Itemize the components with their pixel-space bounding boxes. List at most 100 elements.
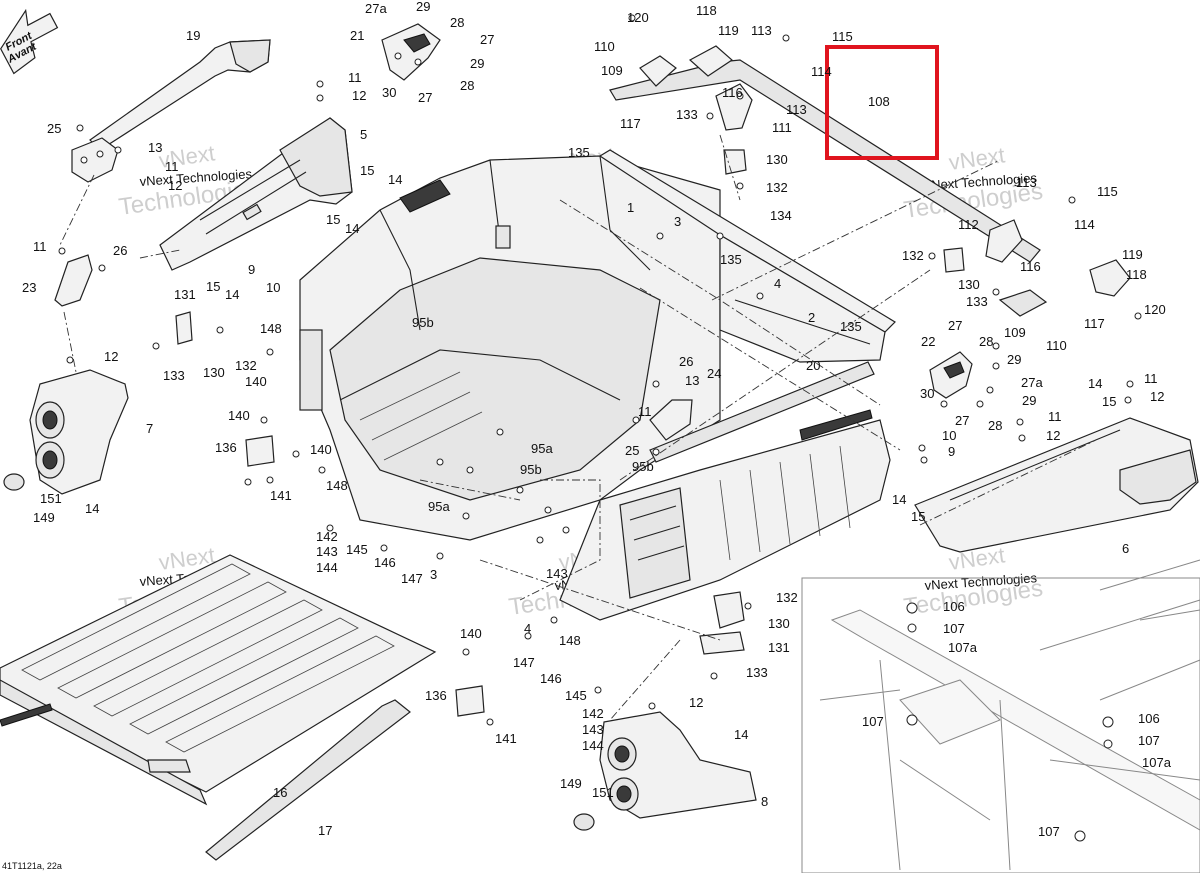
callout-label: 9	[248, 262, 255, 277]
part-21-bracket	[381, 23, 441, 81]
callout-label: 141	[495, 731, 517, 746]
callout-label: 146	[374, 555, 396, 570]
callout-label: 27	[418, 90, 432, 105]
part-130-bracket	[175, 149, 965, 655]
callout-label: 119	[718, 23, 739, 38]
callout-label: 15	[326, 212, 340, 227]
callout-label: 15	[1102, 394, 1116, 409]
callout-label: 12	[104, 349, 118, 364]
callout-label: 117	[1084, 316, 1105, 331]
callout-label: 10	[266, 280, 280, 295]
part-5-left-panel	[159, 117, 353, 271]
callout-label: 30	[382, 85, 396, 100]
callout-label: 120	[1144, 302, 1166, 317]
callout-label: 132	[776, 590, 798, 605]
callout-label: 26	[679, 354, 693, 369]
callout-label: 110	[1046, 338, 1067, 353]
callout-label: 5	[360, 127, 367, 142]
callout-label: 140	[228, 408, 250, 423]
highlight-box-108	[825, 45, 939, 160]
rear-cross-structure	[559, 409, 891, 621]
part-19-brace	[71, 39, 271, 183]
callout-label: 135	[840, 319, 862, 334]
callout-label: 107	[1138, 733, 1160, 748]
callout-label: 145	[346, 542, 368, 557]
highlighted-callout-108: 108	[868, 94, 890, 109]
callout-label: 133	[746, 665, 768, 680]
callout-label: 95a	[531, 441, 553, 456]
callout-label: 107	[1038, 824, 1060, 839]
part-7-left-taillight	[29, 369, 129, 495]
callout-label: 131	[768, 640, 790, 655]
callout-label: 133	[966, 294, 988, 309]
callout-label: 144	[316, 560, 338, 575]
callout-label: 28	[450, 15, 464, 30]
callout-label: 2	[808, 310, 815, 325]
part-108-tube	[609, 45, 1131, 317]
callout-label: 149	[33, 510, 55, 525]
callout-label: 25	[625, 443, 639, 458]
callout-label: 130	[766, 152, 788, 167]
callout-label: 117	[620, 116, 641, 131]
callout-label: 27a	[1021, 375, 1043, 390]
callout-label: 13	[148, 140, 162, 155]
callout-label: 107	[862, 714, 884, 729]
callout-label: 11	[33, 239, 47, 254]
callout-label: 142	[316, 529, 338, 544]
callout-label: 107a	[948, 640, 978, 655]
callout-label: 140	[310, 442, 332, 457]
callout-label: 14	[734, 727, 748, 742]
callout-label: 11	[348, 70, 362, 85]
callout-label: 29	[470, 56, 484, 71]
callout-label: 149	[560, 776, 582, 791]
callout-label: 11	[1048, 409, 1062, 424]
callout-label: 115	[1097, 184, 1118, 199]
callout-label: 147	[401, 571, 423, 586]
callout-label: 136	[425, 688, 447, 703]
callout-label: 136	[215, 440, 237, 455]
callout-label: 135	[720, 252, 742, 267]
callout-label: 132	[235, 358, 257, 373]
callout-label: 141	[270, 488, 292, 503]
callout-label: 14	[1088, 376, 1102, 391]
callout-label: 132	[766, 180, 788, 195]
callout-label: 130	[768, 616, 790, 631]
callout-label: 119	[1122, 247, 1143, 262]
callout-label: 113	[1016, 175, 1037, 190]
callout-label: 14	[388, 172, 402, 187]
callout-label: 143	[316, 544, 338, 559]
callout-label: 132	[902, 248, 924, 263]
callout-label: 148	[326, 478, 348, 493]
callout-label: 112	[958, 217, 979, 232]
callout-label: 131	[174, 287, 196, 302]
callout-label: 148	[260, 321, 282, 336]
callout-label: 27	[955, 413, 969, 428]
part-23-cover	[54, 254, 93, 307]
callout-label: 1	[627, 200, 634, 215]
callout-label: 135	[568, 145, 590, 160]
callout-label: 26	[113, 243, 127, 258]
callout-label: 144	[582, 738, 604, 753]
callout-label: 12	[689, 695, 703, 710]
callout-label: 19	[186, 28, 200, 43]
inset-detail-frame	[801, 559, 1200, 874]
fastener-dots	[58, 14, 1142, 726]
callout-label: 130	[958, 277, 980, 292]
callout-label: 130	[203, 365, 225, 380]
callout-label: 13	[685, 373, 699, 388]
callout-label: 27	[480, 32, 494, 47]
part-1-cargo-box	[299, 155, 721, 541]
callout-label: 22	[921, 334, 935, 349]
callout-label: 28	[460, 78, 474, 93]
callout-label: 95b	[520, 462, 542, 477]
dash-lines	[59, 134, 1097, 721]
callout-label: 110	[594, 39, 615, 54]
callout-label: 115	[832, 29, 853, 44]
callout-label: 24	[707, 366, 721, 381]
callout-label: 151	[592, 785, 614, 800]
part-6-right-panel	[914, 417, 1199, 553]
callout-label: 142	[582, 706, 604, 721]
callout-label: 27a	[365, 1, 387, 16]
callout-label: 140	[245, 374, 267, 389]
part-2-right-side	[598, 149, 896, 363]
